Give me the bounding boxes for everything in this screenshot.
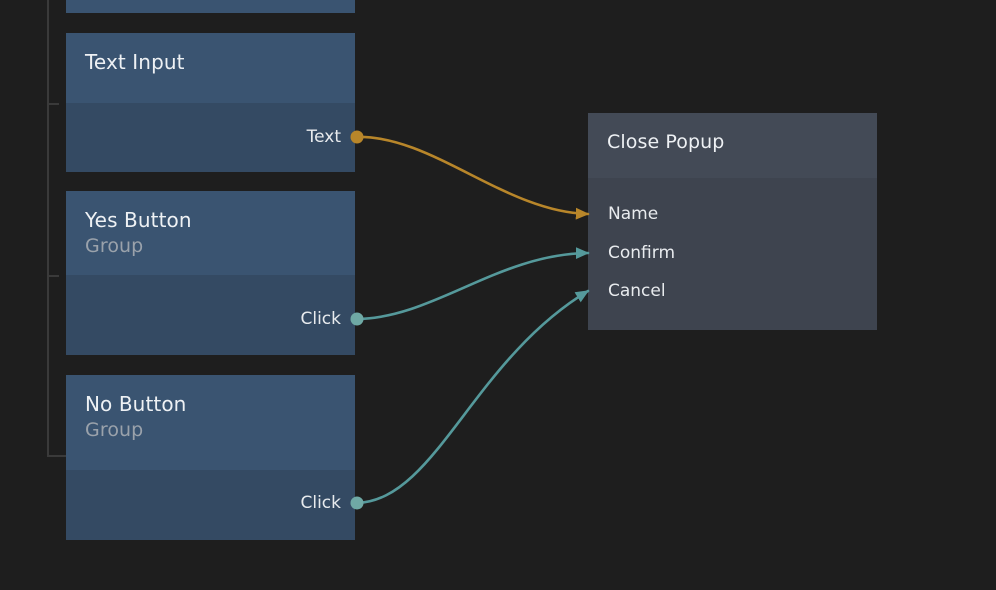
close-popup-in-name-label[interactable]: Name bbox=[608, 204, 659, 224]
node-close-popup-header[interactable]: Close Popup bbox=[588, 113, 877, 178]
node-yes-button-subtitle: Group bbox=[85, 235, 144, 257]
wire-yesclick-to-confirm[interactable] bbox=[355, 247, 590, 321]
node-clipped-top[interactable] bbox=[66, 0, 355, 13]
node-clipped-top-header[interactable] bbox=[66, 0, 355, 13]
no-button-out-click-label[interactable]: Click bbox=[300, 493, 341, 513]
tree-stub-yes-button bbox=[47, 275, 59, 277]
no-button-out-click-dot[interactable] bbox=[350, 496, 364, 510]
node-no-button-body: Click bbox=[66, 470, 355, 540]
tree-trunk-line bbox=[47, 0, 49, 456]
wire-text-to-name[interactable] bbox=[355, 135, 590, 220]
tree-stub-text-input bbox=[47, 103, 59, 105]
node-yes-button-body: Click bbox=[66, 275, 355, 355]
node-close-popup-title: Close Popup bbox=[607, 131, 725, 153]
wire-noclick-to-cancel[interactable] bbox=[355, 289, 590, 505]
node-yes-button-title: Yes Button bbox=[85, 208, 192, 232]
node-text-input-title: Text Input bbox=[85, 50, 185, 74]
yes-button-out-click-dot[interactable] bbox=[350, 312, 364, 326]
text-input-out-text-dot[interactable] bbox=[350, 130, 364, 144]
yes-button-out-click-label[interactable]: Click bbox=[300, 309, 341, 329]
node-text-input-header[interactable]: Text Input bbox=[66, 33, 355, 103]
node-no-button-subtitle: Group bbox=[85, 419, 144, 441]
node-text-input-body: Text bbox=[66, 103, 355, 172]
close-popup-in-confirm-label[interactable]: Confirm bbox=[608, 243, 676, 263]
node-no-button-title: No Button bbox=[85, 392, 187, 416]
text-input-out-text-label[interactable]: Text bbox=[306, 127, 341, 147]
close-popup-in-cancel-label[interactable]: Cancel bbox=[608, 281, 666, 301]
tree-stub-no-button bbox=[47, 455, 66, 457]
